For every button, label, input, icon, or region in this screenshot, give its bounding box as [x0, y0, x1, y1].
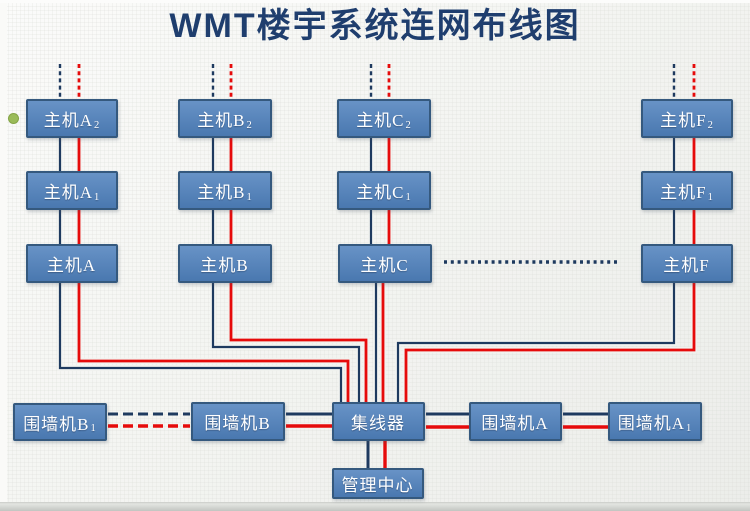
navy-cables	[58, 64, 676, 468]
navy-inter-row	[58, 138, 676, 245]
node-host-a1: 主机A1	[26, 171, 118, 210]
node-label: 主机B	[200, 256, 249, 275]
navy-top-dashes	[58, 64, 676, 97]
node-label: 主机A	[46, 256, 97, 275]
node-host-f1: 主机F1	[641, 171, 733, 210]
red-a-to-hub	[77, 282, 350, 403]
node-label: 主机C2	[356, 111, 412, 131]
node-host-b2: 主机B2	[178, 99, 272, 138]
node-wall-b1: 围墙机B1	[13, 403, 107, 441]
red-b-to-hub	[229, 282, 368, 403]
node-host-c: 主机C	[338, 244, 432, 283]
node-host-a: 主机A	[26, 244, 118, 283]
node-host-c2: 主机C2	[337, 99, 431, 138]
navy-f-to-hub	[396, 282, 676, 403]
node-host-b: 主机B	[178, 244, 272, 283]
node-wall-b: 围墙机B	[191, 402, 285, 441]
red-top-dashes	[77, 64, 696, 97]
node-label: 主机F1	[660, 183, 714, 203]
node-host-f: 主机F	[641, 244, 733, 283]
node-label: 主机B2	[197, 111, 253, 131]
navy-a-to-hub	[58, 282, 343, 403]
node-label: 主机B1	[197, 183, 253, 203]
node-label: 围墙机B1	[23, 414, 97, 435]
node-label: 围墙机B	[204, 414, 271, 433]
node-label: 围墙机A1	[617, 414, 693, 434]
node-label: 主机A2	[43, 111, 101, 131]
node-host-f2: 主机F2	[641, 99, 733, 138]
node-hub: 集线器	[332, 402, 425, 441]
node-host-a2: 主机A2	[26, 99, 118, 138]
green-marker-dot	[8, 113, 19, 124]
slide-left-edge	[0, 0, 7, 504]
node-host-c1: 主机C1	[337, 171, 431, 210]
slide-top-edge	[0, 0, 750, 3]
node-label: 集线器	[351, 414, 405, 433]
node-mgmt-center: 管理中心	[332, 468, 424, 499]
navy-b-to-hub	[211, 282, 361, 403]
node-label: 主机C1	[356, 183, 412, 203]
slide-bottom-edge	[0, 502, 750, 511]
red-cables	[77, 64, 696, 468]
node-label: 主机A1	[43, 183, 101, 203]
diagram-title: WMT楼宇系统连网布线图	[169, 7, 581, 45]
node-label: 主机F	[663, 256, 710, 275]
node-label: 主机F2	[660, 111, 714, 131]
node-host-b1: 主机B1	[178, 171, 272, 210]
node-wall-a: 围墙机A	[469, 402, 562, 441]
node-label: 管理中心	[341, 476, 414, 495]
node-label: 主机C	[360, 256, 409, 275]
red-bottom-links	[286, 424, 608, 429]
red-f-to-hub	[404, 282, 696, 403]
red-inter-row	[77, 138, 696, 245]
node-wall-a1: 围墙机A1	[608, 402, 702, 441]
node-label: 围墙机A	[481, 414, 549, 433]
